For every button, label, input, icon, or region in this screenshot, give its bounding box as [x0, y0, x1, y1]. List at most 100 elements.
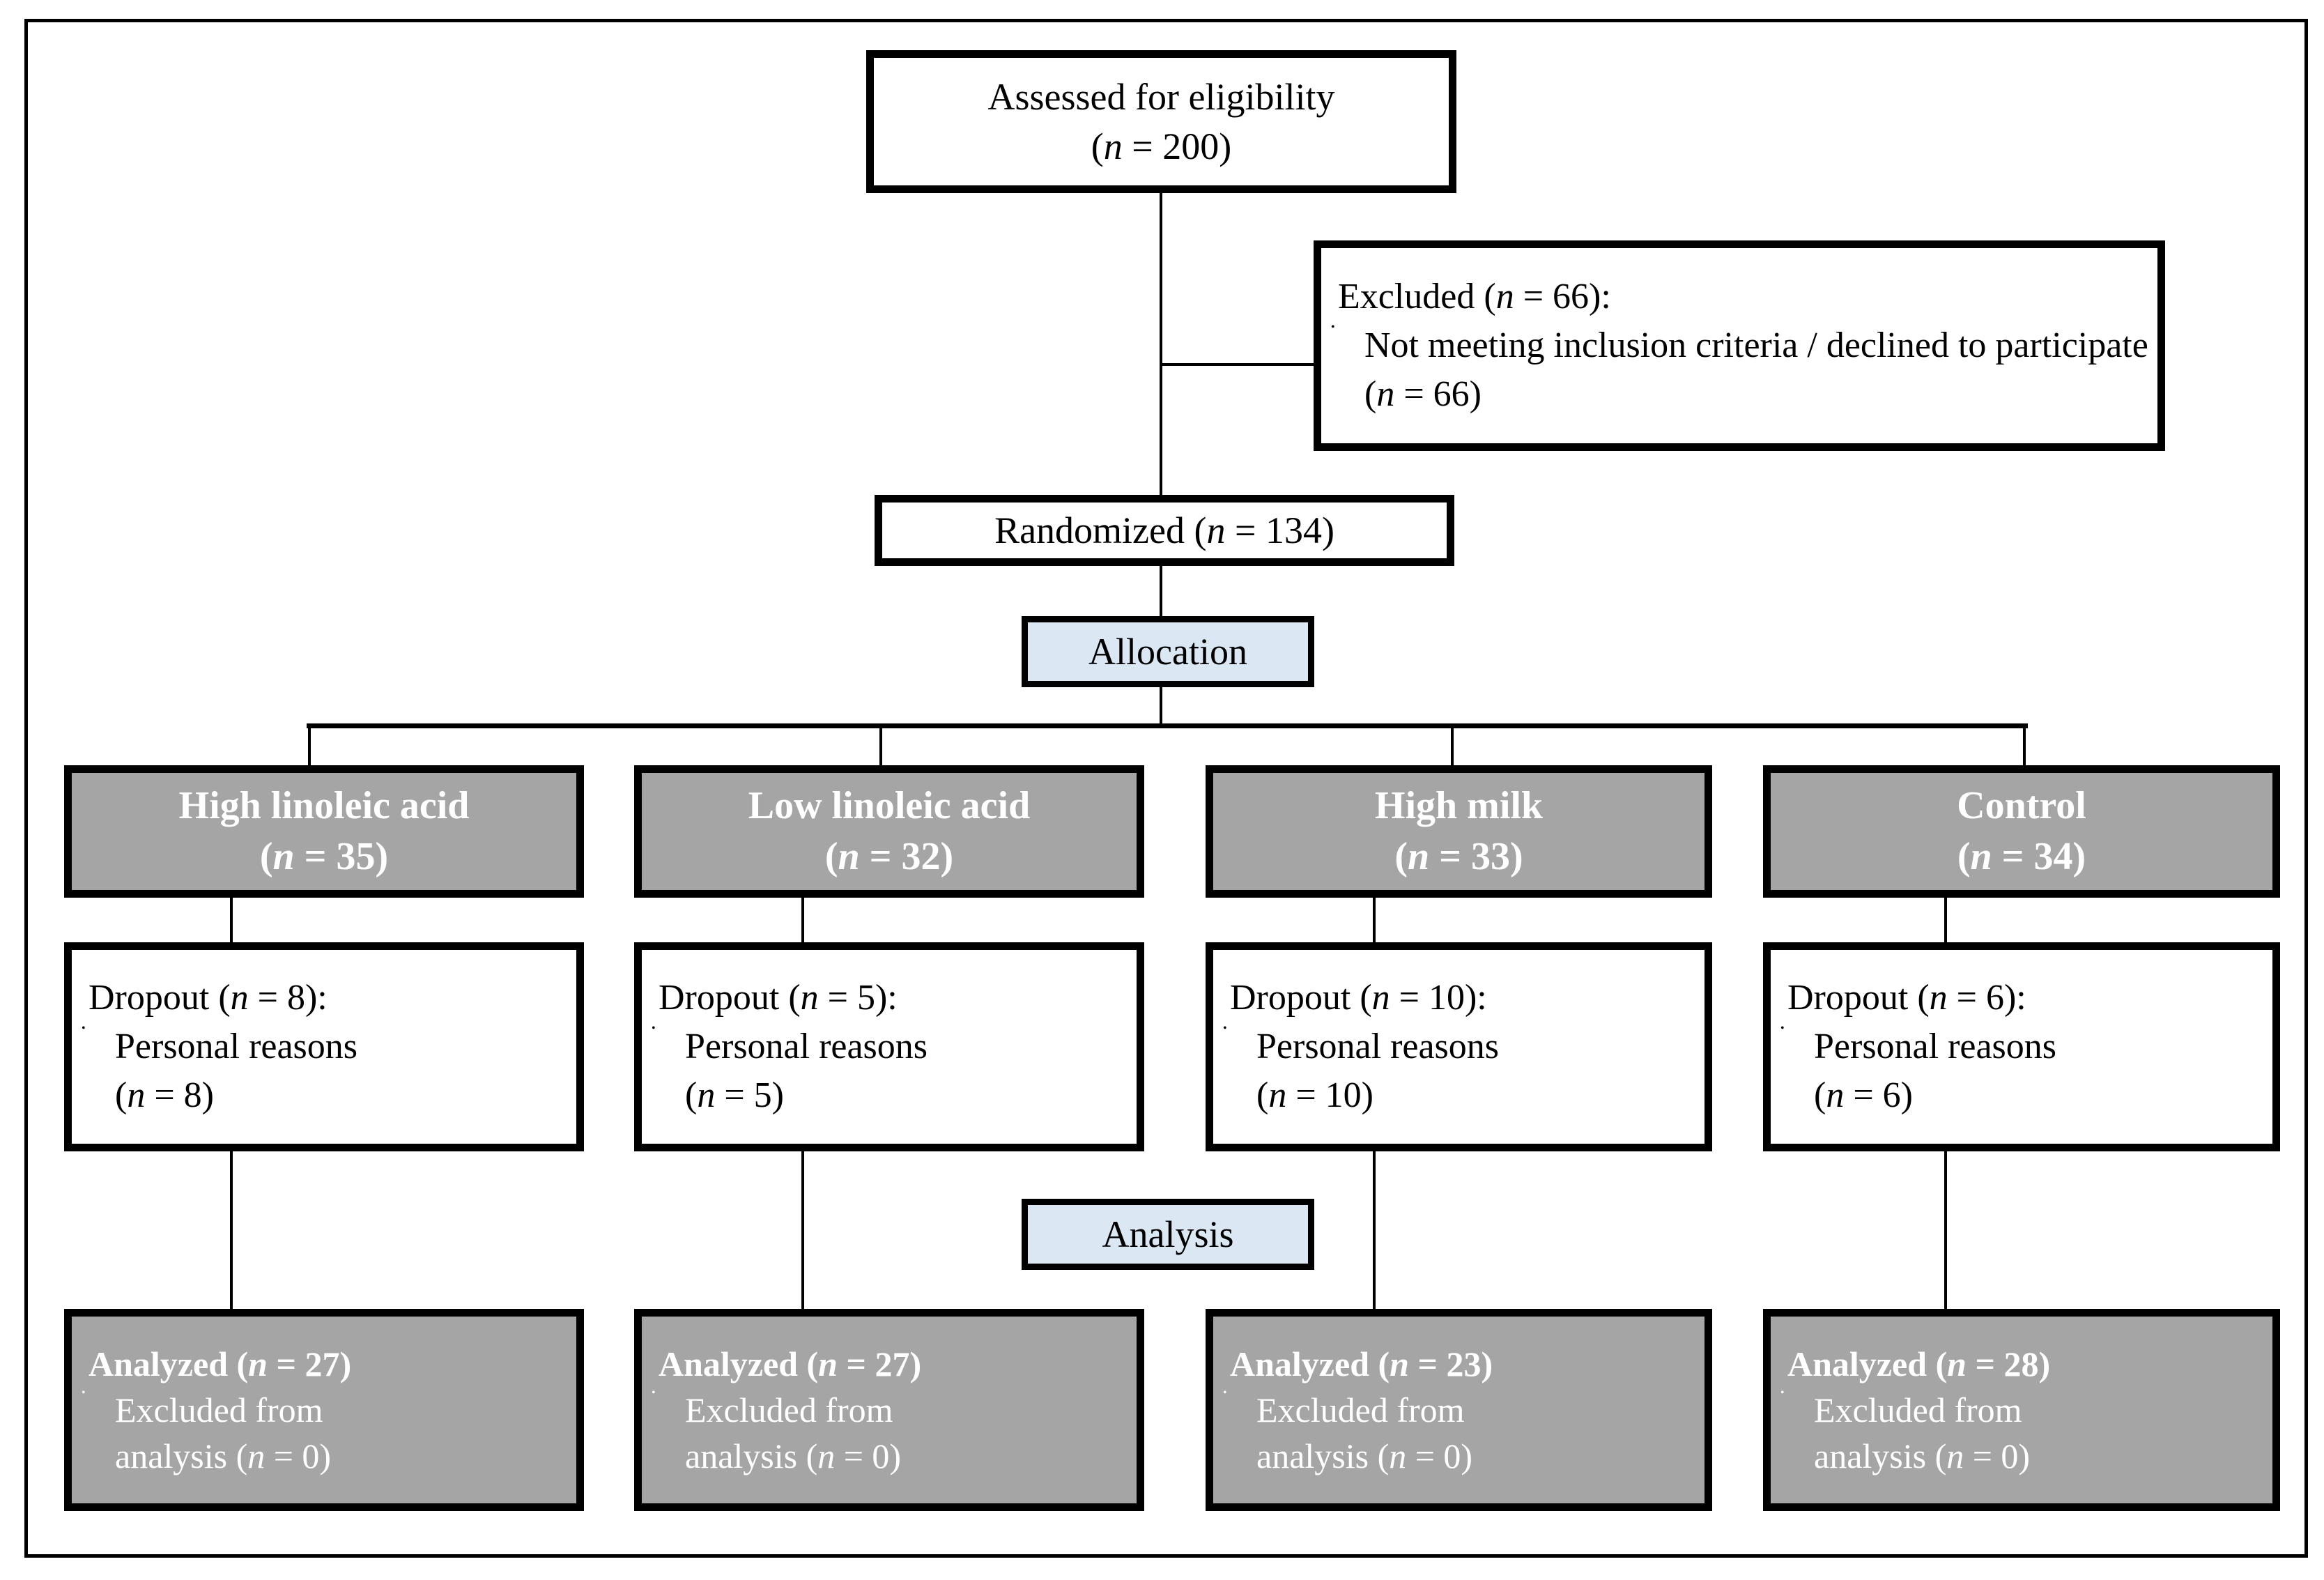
- connector-allocation-to-bar: [1160, 687, 1162, 726]
- connector-arm-2-dropout-to-analyzed: [801, 1150, 804, 1312]
- analyzed-exclusion-list: • Excluded from analysis (n = 0): [1771, 1387, 2272, 1479]
- list-item: • Personal reasons (n = 10): [1213, 1022, 1704, 1119]
- dropout-reason-line-1: Personal reasons: [1814, 1027, 2057, 1067]
- arm-header-line-1: High milk: [1374, 784, 1544, 828]
- analyzed-exclusion-list: • Excluded from analysis (n = 0): [642, 1387, 1137, 1479]
- dropout-reason-line-2: (n = 8): [115, 1075, 214, 1115]
- list-item: • Excluded from analysis (n = 0): [1213, 1387, 1704, 1479]
- analyzed-heading: Analyzed (n = 27): [89, 1344, 352, 1383]
- connector-trunk-to-excluded: [1160, 363, 1316, 366]
- analyzed-exclusion-line-1: Excluded from: [1256, 1390, 1465, 1429]
- bullet-icon: •: [1223, 1022, 1227, 1035]
- arm-header-line-1: High linoleic acid: [178, 784, 470, 828]
- connector-arm-4-header-to-dropout: [1944, 898, 1947, 944]
- dropout-reason-line-1: Personal reasons: [685, 1027, 928, 1067]
- connector-bar-to-arm-2: [879, 726, 882, 767]
- dropout-reason-line-2: (n = 5): [685, 1075, 784, 1115]
- connector-arm-1-dropout-to-analyzed: [230, 1150, 233, 1312]
- analyzed-heading: Analyzed (n = 27): [659, 1344, 922, 1383]
- dropout-reason-line-1: Personal reasons: [115, 1027, 358, 1067]
- stage-label-analysis: Analysis: [1022, 1199, 1314, 1270]
- assessed-line-2: (n = 200): [1091, 125, 1232, 167]
- list-item: • Personal reasons (n = 8): [72, 1022, 576, 1119]
- arm-analyzed-low-linoleic-acid: Analyzed (n = 27) • Excluded from analys…: [634, 1309, 1144, 1511]
- arm-header-line-2: (n = 32): [824, 835, 954, 878]
- list-item: • Excluded from analysis (n = 0): [1771, 1387, 2272, 1479]
- bullet-icon: •: [82, 1022, 86, 1035]
- bullet-icon: •: [1331, 321, 1335, 334]
- dropout-reason-list: • Personal reasons (n = 6): [1771, 1022, 2272, 1119]
- connector-arm-2-header-to-dropout: [801, 898, 804, 944]
- arm-header-low-linoleic-acid: Low linoleic acid (n = 32): [634, 765, 1144, 898]
- analyzed-exclusion-line-1: Excluded from: [685, 1390, 893, 1429]
- arm-dropout-low-linoleic-acid: Dropout (n = 5): • Personal reasons (n =…: [634, 942, 1144, 1151]
- bullet-icon: •: [652, 1387, 656, 1399]
- list-item: • Excluded from analysis (n = 0): [642, 1387, 1137, 1479]
- figure-frame: [24, 19, 2308, 1558]
- analyzed-exclusion-line-2: analysis (n = 0): [685, 1436, 902, 1475]
- analysis-label-text: Analysis: [1102, 1213, 1234, 1255]
- dropout-reason-list: • Personal reasons (n = 8): [72, 1022, 576, 1119]
- arm-header-line-1: Low linoleic acid: [748, 784, 1031, 828]
- dropout-reason-line-1: Personal reasons: [1256, 1027, 1500, 1067]
- dropout-heading: Dropout (n = 6):: [1787, 978, 2026, 1018]
- analyzed-exclusion-line-2: analysis (n = 0): [115, 1436, 332, 1475]
- node-assessed-for-eligibility: Assessed for eligibility (n = 200): [866, 50, 1456, 193]
- analyzed-exclusion-line-2: analysis (n = 0): [1256, 1436, 1473, 1475]
- connector-bar-to-arm-1: [308, 726, 311, 767]
- analyzed-exclusion-line-1: Excluded from: [115, 1390, 323, 1429]
- analyzed-exclusion-line-1: Excluded from: [1814, 1390, 2022, 1429]
- dropout-heading: Dropout (n = 5):: [659, 978, 898, 1018]
- arm-header-control: Control (n = 34): [1763, 765, 2280, 898]
- list-item: • Not meeting inclusion criteria / decli…: [1321, 321, 2157, 418]
- arm-analyzed-high-linoleic-acid: Analyzed (n = 27) • Excluded from analys…: [64, 1309, 584, 1511]
- arm-dropout-control: Dropout (n = 6): • Personal reasons (n =…: [1763, 942, 2280, 1151]
- allocation-label-text: Allocation: [1088, 630, 1247, 673]
- connector-randomized-to-allocation: [1160, 565, 1162, 618]
- node-randomized: Randomized (n = 134): [875, 495, 1454, 566]
- dropout-reason-list: • Personal reasons (n = 5): [642, 1022, 1137, 1119]
- connector-assessed-to-randomized: [1160, 193, 1162, 496]
- arm-dropout-high-linoleic-acid: Dropout (n = 8): • Personal reasons (n =…: [64, 942, 584, 1151]
- bullet-icon: •: [82, 1387, 86, 1399]
- bullet-icon: •: [1780, 1022, 1785, 1035]
- arm-header-high-linoleic-acid: High linoleic acid (n = 35): [64, 765, 584, 898]
- excluded-reason-text: Not meeting inclusion criteria / decline…: [1364, 325, 2148, 414]
- connector-arm-4-dropout-to-analyzed: [1944, 1150, 1947, 1312]
- randomized-text: Randomized (n = 134): [994, 509, 1334, 551]
- arm-analyzed-control: Analyzed (n = 28) • Excluded from analys…: [1763, 1309, 2280, 1511]
- analyzed-heading: Analyzed (n = 23): [1230, 1344, 1493, 1383]
- bullet-icon: •: [1223, 1387, 1227, 1399]
- connector-arm-3-header-to-dropout: [1373, 898, 1376, 944]
- dropout-heading: Dropout (n = 8):: [89, 978, 328, 1018]
- arm-header-line-1: Control: [1957, 784, 2086, 828]
- analyzed-exclusion-line-2: analysis (n = 0): [1814, 1436, 2031, 1475]
- analyzed-heading: Analyzed (n = 28): [1787, 1344, 2051, 1383]
- arm-header-line-2: (n = 35): [259, 835, 389, 878]
- arm-header-line-2: (n = 33): [1394, 835, 1523, 878]
- connector-bar-to-arm-3: [1451, 726, 1454, 767]
- connector-arm-3-dropout-to-analyzed: [1373, 1150, 1376, 1312]
- arm-analyzed-high-milk: Analyzed (n = 23) • Excluded from analys…: [1206, 1309, 1712, 1511]
- list-item: • Personal reasons (n = 6): [1771, 1022, 2272, 1119]
- connector-arm-1-header-to-dropout: [230, 898, 233, 944]
- assessed-line-1: Assessed for eligibility: [987, 76, 1335, 118]
- list-item: • Excluded from analysis (n = 0): [72, 1387, 576, 1479]
- dropout-reason-list: • Personal reasons (n = 10): [1213, 1022, 1704, 1119]
- dropout-heading: Dropout (n = 10):: [1230, 978, 1487, 1018]
- analyzed-exclusion-list: • Excluded from analysis (n = 0): [72, 1387, 576, 1479]
- dropout-reason-line-2: (n = 10): [1256, 1075, 1373, 1115]
- excluded-heading: Excluded (n = 66):: [1338, 277, 1611, 317]
- arm-dropout-high-milk: Dropout (n = 10): • Personal reasons (n …: [1206, 942, 1712, 1151]
- node-excluded: Excluded (n = 66): • Not meeting inclusi…: [1314, 240, 2165, 451]
- arm-header-high-milk: High milk (n = 33): [1206, 765, 1712, 898]
- dropout-reason-line-2: (n = 6): [1814, 1075, 1913, 1115]
- connector-bar-to-arm-4: [2023, 726, 2026, 767]
- bullet-icon: •: [1780, 1387, 1785, 1399]
- bullet-icon: •: [652, 1022, 656, 1035]
- excluded-reason-list: • Not meeting inclusion criteria / decli…: [1321, 321, 2157, 418]
- stage-label-allocation: Allocation: [1022, 616, 1314, 687]
- analyzed-exclusion-list: • Excluded from analysis (n = 0): [1213, 1387, 1704, 1479]
- list-item: • Personal reasons (n = 5): [642, 1022, 1137, 1119]
